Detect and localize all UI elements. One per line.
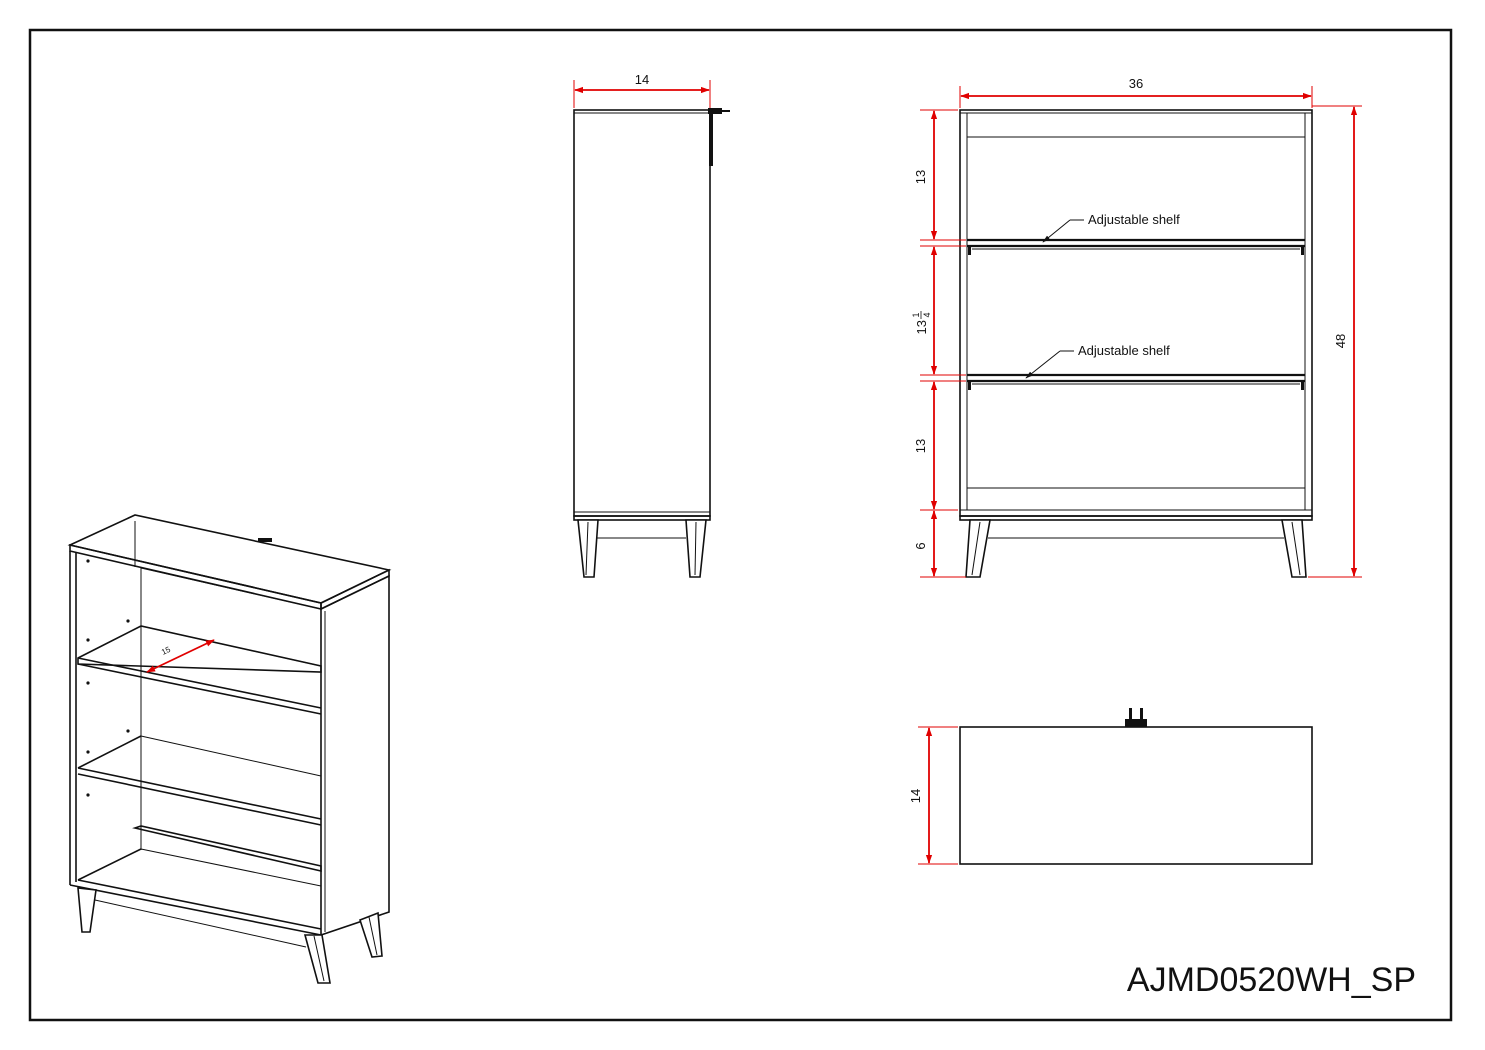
shelf-callout-upper-label: Adjustable shelf bbox=[1088, 212, 1180, 227]
shelf-callout-upper: Adjustable shelf bbox=[1042, 212, 1180, 243]
shelf-callout-lower-label: Adjustable shelf bbox=[1078, 343, 1170, 358]
top-depth-dimension: 14 bbox=[908, 726, 958, 865]
front-view: Adjustable shelf Adjustable shelf 36 48 bbox=[911, 76, 1362, 578]
front-width-dimension: 36 bbox=[959, 76, 1313, 108]
middle-compartment-denominator: 4 bbox=[922, 312, 932, 317]
middle-compartment-numerator: 1 bbox=[911, 312, 921, 317]
leg-height-label: 6 bbox=[913, 542, 928, 549]
iso-anti-tip-bracket bbox=[258, 538, 272, 542]
top-compartment-label: 13 bbox=[913, 170, 928, 184]
bottom-compartment-label: 13 bbox=[913, 439, 928, 453]
part-number: AJMD0520WH_SP bbox=[1127, 961, 1416, 999]
adjustable-shelf-upper bbox=[967, 238, 1305, 255]
iso-depth-dimension: 15 bbox=[146, 639, 215, 673]
top-anti-tip-bracket bbox=[1125, 708, 1147, 727]
top-view: 14 bbox=[908, 708, 1313, 865]
iso-leg-back-right bbox=[359, 911, 383, 958]
iso-leg-front-right bbox=[303, 934, 331, 984]
front-height-dimension: 48 bbox=[1308, 105, 1362, 578]
side-view: 14 bbox=[573, 72, 730, 578]
iso-shelf-upper bbox=[77, 625, 322, 673]
top-depth-label: 14 bbox=[908, 789, 923, 803]
side-depth-dimension: 14 bbox=[573, 72, 711, 108]
shelf-callout-lower: Adjustable shelf bbox=[1025, 343, 1170, 379]
front-width-label: 36 bbox=[1129, 76, 1143, 91]
anti-tip-bracket bbox=[708, 108, 730, 166]
iso-depth-label: 15 bbox=[160, 645, 172, 657]
adjustable-shelf-lower bbox=[967, 373, 1305, 390]
middle-compartment-whole: 13 bbox=[914, 320, 929, 334]
front-leg-left bbox=[965, 519, 991, 578]
side-leg-left bbox=[577, 519, 599, 578]
iso-shelf-pin-holes bbox=[86, 559, 130, 797]
drawing-border bbox=[28, 28, 1453, 1022]
isometric-view: 15 bbox=[67, 514, 392, 984]
middle-compartment-label: 13 1 4 bbox=[911, 311, 932, 334]
front-height-label: 48 bbox=[1333, 334, 1348, 348]
iso-top-panel bbox=[67, 514, 392, 604]
compartment-dimensions: 13 13 1 4 13 6 bbox=[911, 109, 966, 578]
iso-leg-front-left bbox=[77, 887, 97, 933]
front-leg-right bbox=[1281, 519, 1307, 578]
iso-right-side-panel bbox=[320, 574, 390, 937]
side-depth-label: 14 bbox=[635, 72, 649, 87]
